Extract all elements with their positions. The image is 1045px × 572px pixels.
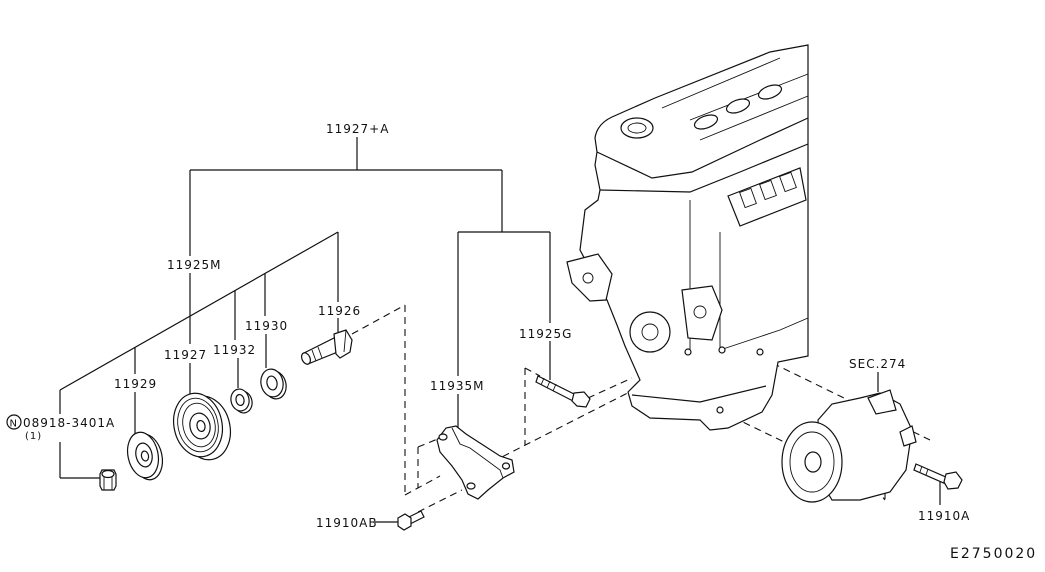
plate-11929 — [126, 431, 164, 481]
washer-11932 — [230, 388, 253, 414]
label-11932: 11932 — [213, 343, 256, 357]
label-11929: 11929 — [114, 377, 157, 391]
label-11925m: 11925M — [167, 258, 222, 272]
bolt-11926 — [300, 329, 353, 365]
label-11910ab: 11910AB — [316, 516, 378, 530]
label-sec-274: SEC.274 — [849, 357, 906, 371]
bracket-11935m — [436, 425, 515, 500]
engine-assembly — [566, 44, 809, 431]
bolt-11925g — [535, 375, 591, 408]
leader-lines — [59, 137, 941, 523]
label-11910a: 11910A — [918, 509, 970, 523]
bolt-11910ab — [397, 510, 425, 531]
label-11926: 11926 — [318, 304, 361, 318]
label-11927-a: 11927+A — [326, 122, 389, 136]
compressor — [781, 389, 917, 503]
label-11927: 11927 — [164, 348, 207, 362]
figure-id: E2750020 — [950, 546, 1037, 562]
label-08918-3401a: 08918-3401A — [23, 416, 115, 430]
washer-11930 — [260, 368, 287, 400]
part-labels: 11927+A 11925M 11926 11930 11932 11927 1… — [6, 122, 1037, 562]
pulley-11927 — [172, 392, 232, 461]
label-11935m: 11935M — [430, 379, 485, 393]
label-n-prefix: N — [10, 419, 17, 430]
nut-08918-3401a — [99, 469, 117, 491]
label-quantity: (1) — [25, 431, 42, 442]
label-11925g: 11925G — [519, 327, 572, 341]
n-circle-icon — [6, 414, 22, 430]
bolt-11910a — [913, 463, 963, 490]
label-11930: 11930 — [245, 319, 288, 333]
